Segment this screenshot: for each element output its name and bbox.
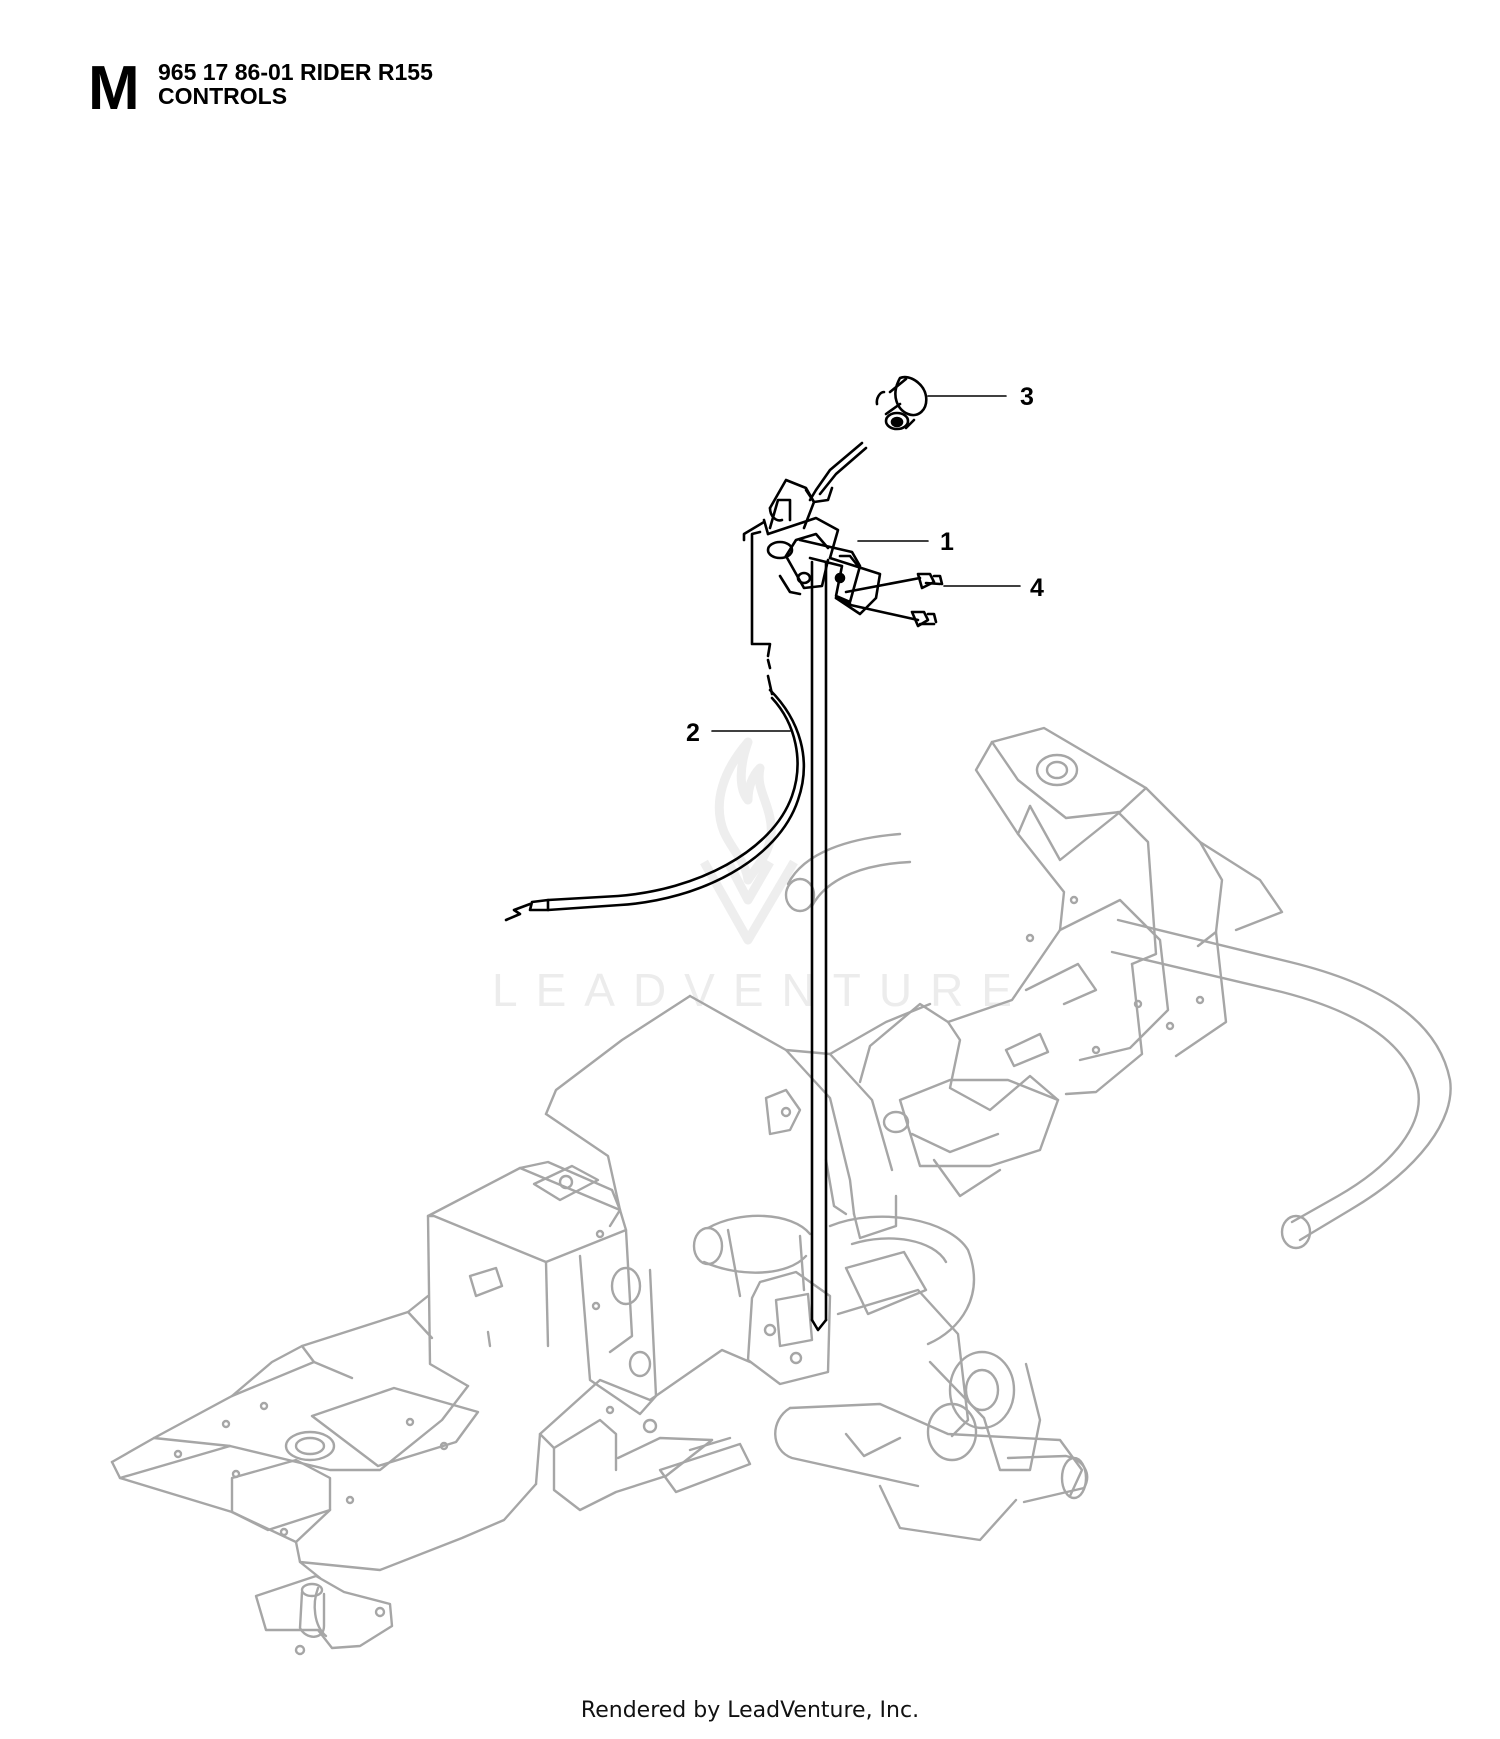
parts-group	[504, 375, 1021, 1332]
rear-tower	[974, 726, 1284, 966]
header-text: 965 17 86-01 RIDER R155 CONTROLS	[158, 60, 433, 108]
part-1-throttle-control	[762, 441, 868, 606]
footplate	[110, 1294, 538, 1580]
rear-handle-tube	[784, 832, 1452, 1250]
right-frame-rail	[858, 832, 1228, 1112]
part-4-screws	[844, 572, 944, 628]
callout-1: 1	[940, 528, 954, 556]
part-3-throttle-knob	[875, 375, 928, 431]
leader-lines	[711, 395, 1021, 732]
callout-3: 3	[1020, 383, 1034, 411]
front-cross-shaft	[692, 1214, 812, 1298]
diagram-title: 965 17 86-01 RIDER R155	[158, 59, 433, 85]
part-2-throttle-cable	[504, 520, 882, 1332]
central-channel	[544, 994, 1060, 1240]
front-axle-housing	[746, 1215, 1089, 1542]
front-side-panel	[534, 1348, 752, 1512]
section-letter: M	[88, 54, 140, 123]
diagram-subtitle: CONTROLS	[158, 83, 288, 109]
watermark-logo	[700, 737, 798, 945]
watermark-text: LEADVENTURE	[492, 964, 1030, 1016]
callout-4: 4	[1030, 574, 1044, 602]
seat-box	[426, 1160, 658, 1416]
front-pivot-bracket	[254, 1574, 394, 1656]
mower-frame	[110, 726, 1452, 1656]
footer-credit: Rendered by LeadVenture, Inc.	[580, 1698, 920, 1723]
callout-2: 2	[686, 719, 700, 747]
